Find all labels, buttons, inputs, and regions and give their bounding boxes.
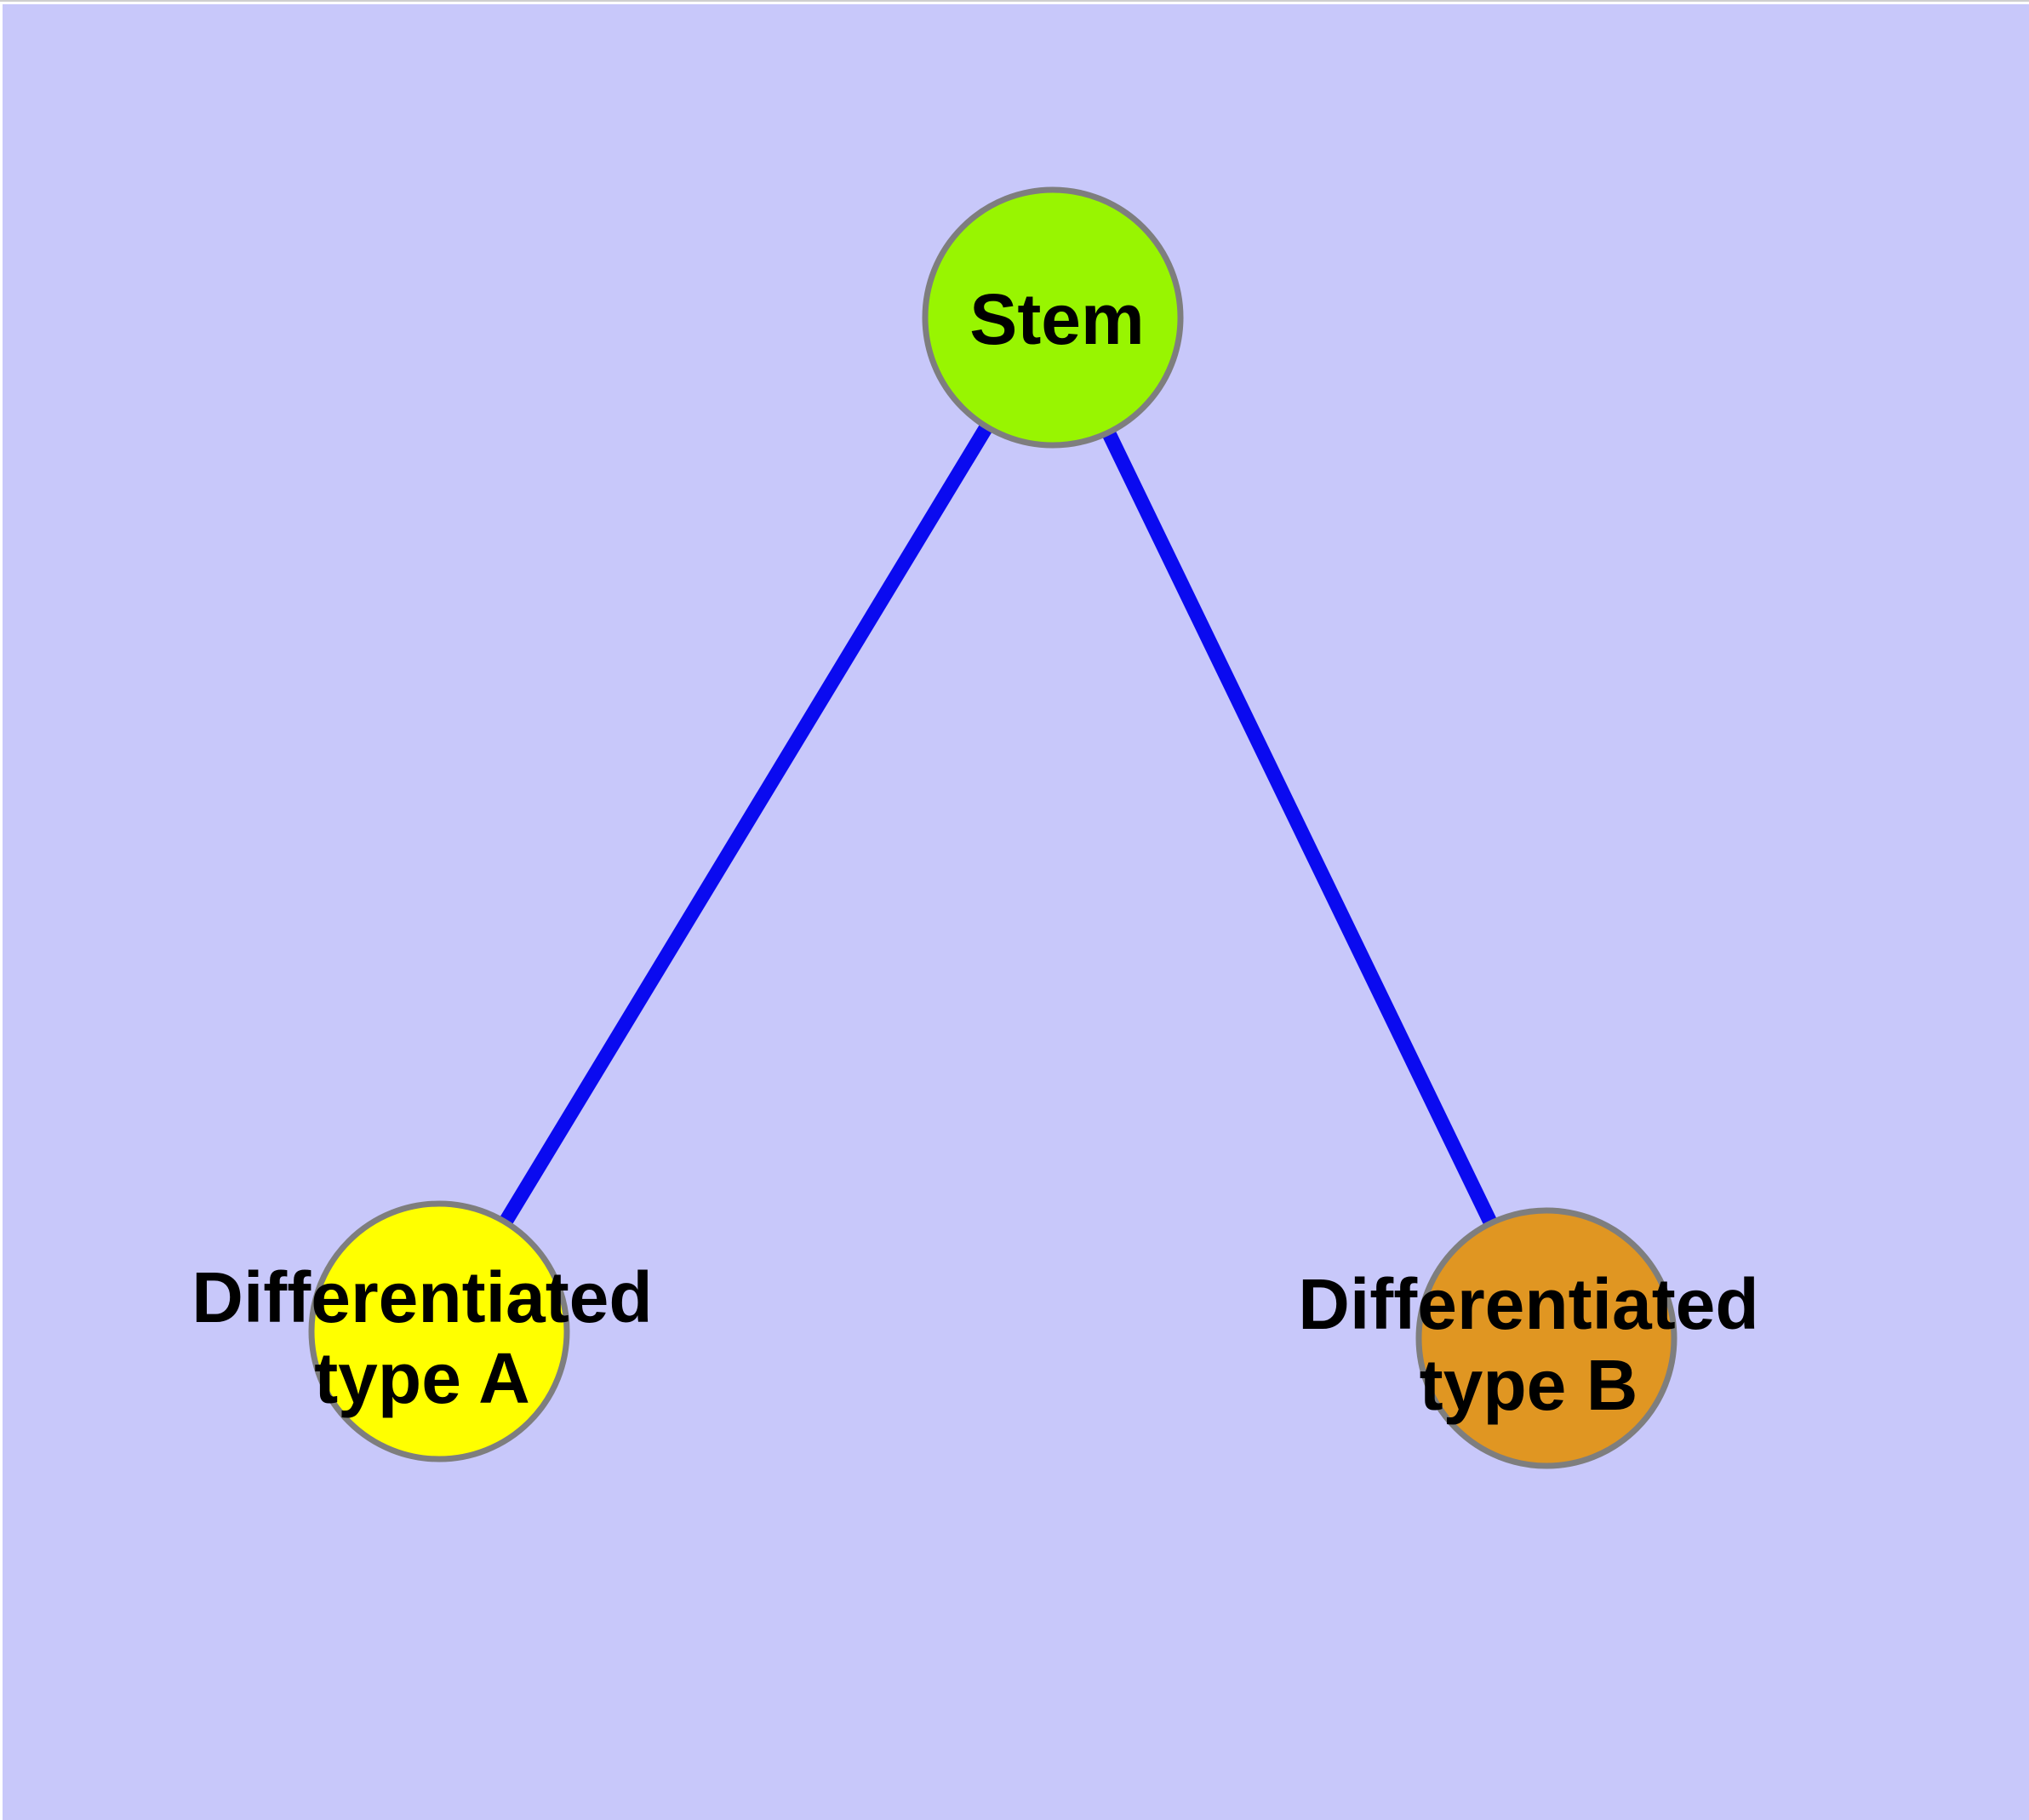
node-label-typeA-line2: type A — [314, 1338, 530, 1418]
node-label-typeA-line1: Differentiated — [191, 1257, 652, 1337]
node-differentiated-type-b — [1415, 1207, 1677, 1469]
node-differentiated-type-a — [308, 1200, 570, 1462]
node-stem — [922, 186, 1184, 449]
node-label-typeB-line1: Differentiated — [1298, 1264, 1758, 1344]
window-top-edge — [0, 0, 2029, 2]
edge-stem-to-typeB — [1046, 314, 1553, 1342]
node-label-stem: Stem — [969, 279, 1144, 359]
node-label-typeB-line2: type B — [1420, 1345, 1638, 1425]
edge-stem-to-typeA — [432, 313, 1060, 1336]
